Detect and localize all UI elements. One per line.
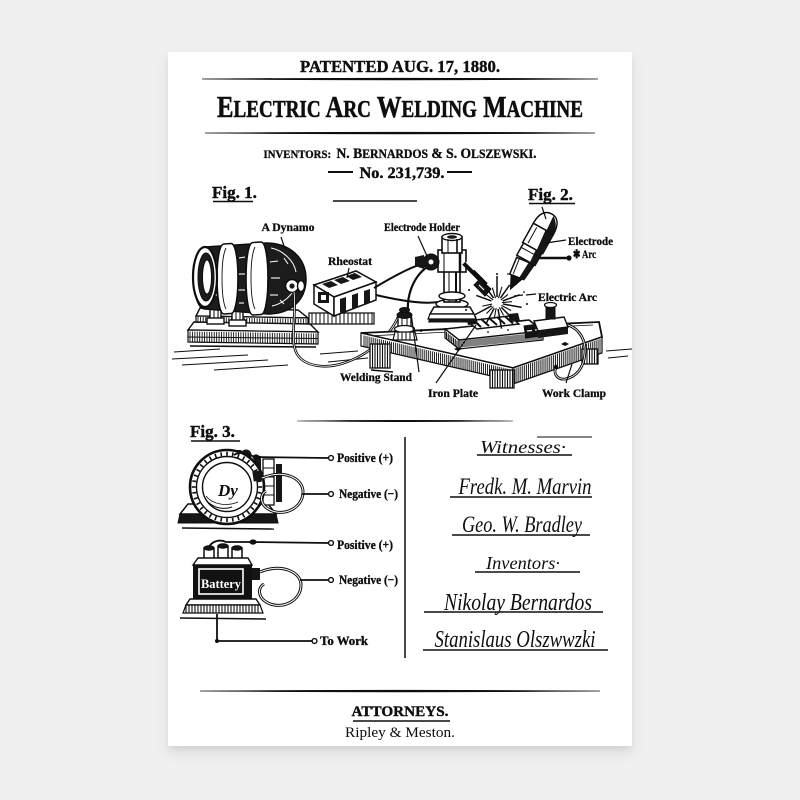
svg-text:Positive (+): Positive (+): [337, 450, 393, 465]
svg-text:Positive (+): Positive (+): [337, 537, 393, 552]
svg-text:Stanislaus Olszwwzki: Stanislaus Olszwwzki: [435, 627, 596, 653]
svg-text:Iron Plate: Iron Plate: [428, 388, 478, 400]
svg-text:Fredk. M. Marvin: Fredk. M. Marvin: [458, 474, 592, 500]
svg-text:Geo. W. Bradley: Geo. W. Bradley: [462, 512, 582, 538]
svg-text:A Dynamo: A Dynamo: [262, 222, 315, 234]
svg-text:Electric Arc: Electric Arc: [538, 292, 597, 304]
svg-text:Negative (−): Negative (−): [339, 572, 398, 587]
svg-text:Fig. 3.: Fig. 3.: [190, 422, 235, 441]
svg-text:To Work: To Work: [320, 633, 369, 648]
svg-text:Inventors·: Inventors·: [485, 553, 560, 573]
svg-text:Dy: Dy: [217, 481, 238, 500]
svg-text:Witnesses·: Witnesses·: [480, 437, 566, 457]
svg-text:Welding Stand: Welding Stand: [340, 372, 413, 384]
svg-text:Battery: Battery: [201, 577, 242, 591]
svg-text:✱ Arc: ✱ Arc: [573, 249, 596, 261]
svg-text:INVENTORS: N. BERNARDOS & S.: INVENTORS: N. BERNARDOS & S. OLSZEWSKI.: [264, 146, 537, 162]
svg-text:No. 231,739.: No. 231,739.: [360, 165, 445, 182]
svg-text:ATTORNEYS.: ATTORNEYS.: [352, 704, 449, 720]
svg-text:Electrode Holder: Electrode Holder: [384, 222, 460, 234]
svg-text:ELECTRIC ARC WELDING MACHINE: ELECTRIC ARC WELDING MACHINE: [217, 89, 583, 124]
svg-text:Work Clamp: Work Clamp: [542, 388, 606, 400]
svg-text:Electrode: Electrode: [568, 236, 613, 248]
svg-text:PATENTED AUG. 17, 1880.: PATENTED AUG. 17, 1880.: [300, 57, 500, 76]
svg-text:Fig. 1.: Fig. 1.: [212, 183, 257, 202]
svg-text:Rheostat: Rheostat: [328, 256, 372, 268]
svg-text:Fig. 2.: Fig. 2.: [528, 185, 573, 204]
svg-text:Ripley & Meston.: Ripley & Meston.: [345, 725, 455, 741]
svg-text:Negative (−): Negative (−): [339, 486, 398, 501]
